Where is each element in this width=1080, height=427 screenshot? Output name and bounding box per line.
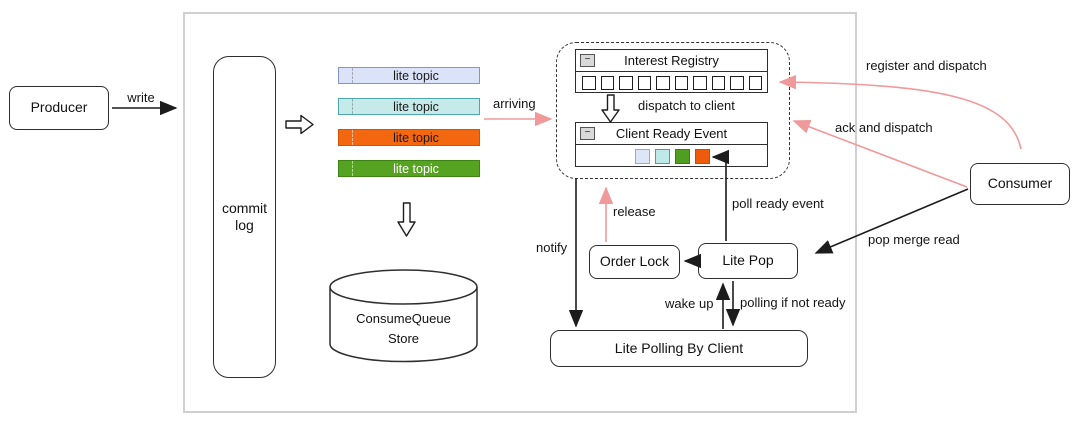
ready-slot-orange — [695, 148, 710, 164]
order-lock-node: Order Lock — [589, 245, 680, 279]
notify-edge-label: notify — [536, 240, 568, 255]
lite-topic-bar-1: lite topic — [338, 67, 480, 84]
consume-queue-store-label: ConsumeQueue Store — [356, 311, 451, 347]
client-ready-event-title: Client Ready Event — [615, 126, 728, 141]
bar-head-cell — [339, 161, 353, 176]
lite-pop-label: Lite Pop — [722, 252, 774, 269]
registry-slot — [711, 75, 726, 90]
arriving-edge-label: arriving — [493, 96, 536, 111]
lite-polling-label: Lite Polling By Client — [614, 339, 744, 356]
consumer-node: Consumer — [970, 163, 1070, 205]
producer-label: Producer — [30, 99, 88, 116]
bar-head-cell — [339, 68, 353, 83]
register-and-dispatch-edge-label: register and dispatch — [866, 58, 987, 73]
registry-slot — [600, 75, 615, 90]
collapse-icon: − — [580, 127, 595, 140]
registry-slot — [637, 75, 652, 90]
bar-head-cell — [339, 99, 353, 114]
registry-slot — [674, 75, 689, 90]
poll-ready-event-edge-label: poll ready event — [732, 196, 824, 211]
registry-slot — [730, 75, 744, 90]
consumer-label: Consumer — [987, 175, 1053, 192]
bar-head-cell — [339, 130, 353, 145]
interest-registry-title: Interest Registry — [624, 53, 719, 68]
collapse-icon: − — [580, 54, 595, 67]
write-edge-label: write — [127, 90, 155, 105]
order-lock-label: Order Lock — [599, 253, 670, 270]
registry-slot — [619, 75, 633, 90]
registry-slot-row — [576, 72, 767, 93]
producer-node: Producer — [9, 86, 109, 130]
commit-log-node: commit log — [213, 56, 276, 378]
lite-topic-label: lite topic — [393, 161, 439, 176]
registry-slot — [582, 75, 596, 90]
pop-merge-read-edge-label: pop merge read — [868, 232, 960, 247]
registry-slot — [656, 75, 670, 90]
interest-registry-panel: − Interest Registry — [575, 49, 768, 93]
lite-topic-label: lite topic — [393, 68, 439, 83]
client-ready-event-panel: − Client Ready Event — [575, 122, 768, 167]
lite-polling-by-client-node: Lite Polling By Client — [550, 330, 808, 367]
lite-topic-bar-2: lite topic — [338, 98, 480, 115]
commit-log-label: commit log — [221, 199, 268, 234]
ack-and-dispatch-edge-label: ack and dispatch — [835, 120, 933, 135]
dispatch-to-client-edge-label: dispatch to client — [638, 98, 735, 113]
registry-slot — [748, 75, 763, 90]
registry-slot — [693, 75, 707, 90]
lite-topic-bar-4: lite topic — [338, 160, 480, 177]
lite-topic-label: lite topic — [393, 99, 439, 114]
ready-slot-blue — [635, 148, 650, 164]
release-edge-label: release — [613, 204, 656, 219]
lite-pop-node: Lite Pop — [698, 243, 798, 279]
ready-event-slot-row — [576, 145, 767, 167]
lite-topic-label: lite topic — [393, 130, 439, 145]
ready-slot-green — [675, 148, 690, 164]
ready-slot-cyan — [655, 148, 670, 164]
wake-up-edge-label: wake up — [665, 296, 714, 311]
lite-topic-bar-3: lite topic — [338, 129, 480, 146]
polling-if-not-ready-edge-label: polling if not ready — [740, 295, 846, 310]
